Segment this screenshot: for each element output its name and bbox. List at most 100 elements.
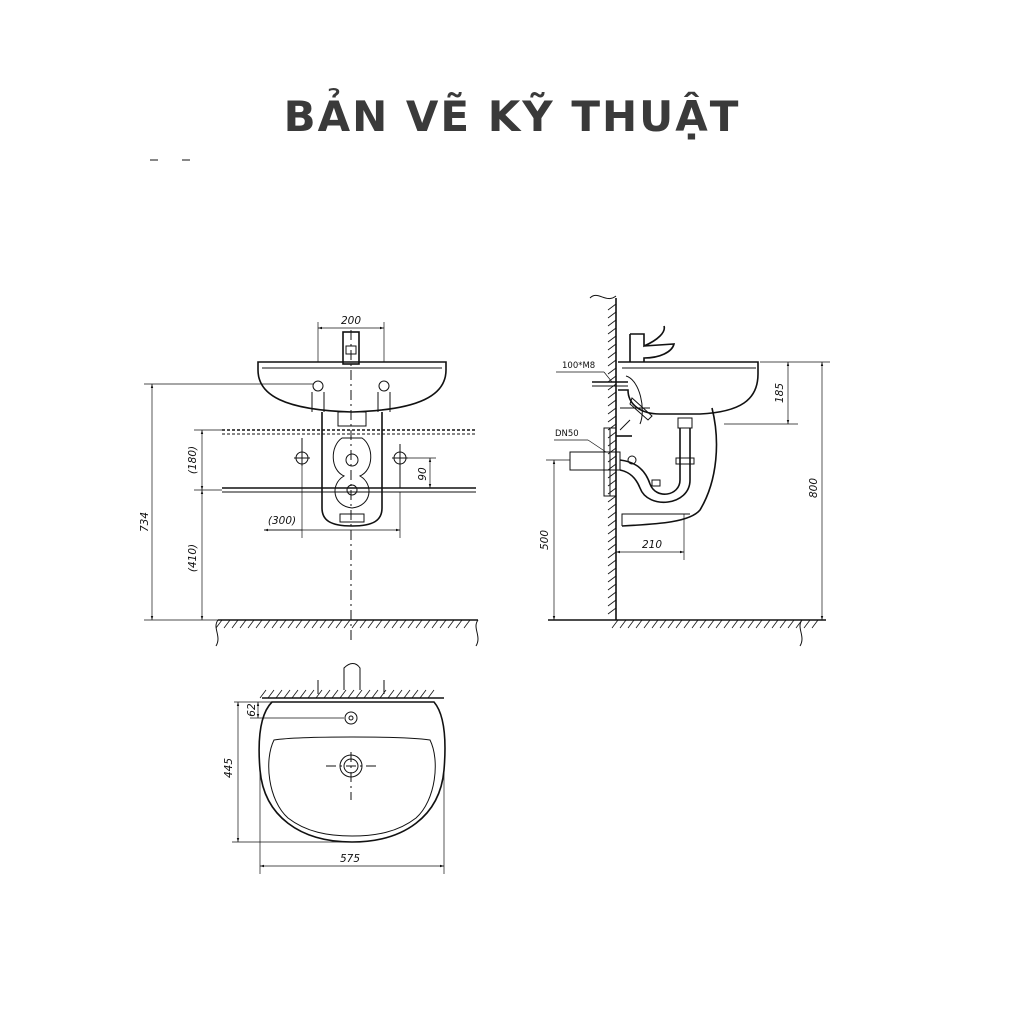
hatch-line <box>607 463 617 471</box>
hatch-line <box>755 619 763 629</box>
hatch-line <box>331 689 339 699</box>
dim-front-734: 734 <box>139 383 314 621</box>
dim-side-800: 800 <box>808 362 824 620</box>
hatch-line <box>427 689 435 699</box>
hatch-line <box>283 689 291 699</box>
dim-top-575: 575 <box>259 770 445 874</box>
hatch-line <box>403 689 411 699</box>
hatch-line <box>607 391 617 399</box>
front-view: 200 734 (180) (410) (300) <box>139 315 479 647</box>
hatch-line <box>643 619 651 629</box>
hatch-line <box>327 619 335 629</box>
hatch-line <box>415 619 423 629</box>
hatch-line <box>255 619 263 629</box>
hatch-line <box>247 619 255 629</box>
hatch-line <box>607 439 617 447</box>
side-floor <box>548 619 826 647</box>
hatch-line <box>731 619 739 629</box>
svg-text:(410): (410) <box>187 544 199 572</box>
hatch-line <box>607 367 617 375</box>
hatch-line <box>607 399 617 407</box>
svg-text:90: 90 <box>417 467 429 481</box>
side-basin <box>592 325 759 425</box>
hatch-line <box>419 689 427 699</box>
hatch-line <box>343 619 351 629</box>
hatch-line <box>619 619 627 629</box>
hatch-line <box>347 689 355 699</box>
hatch-line <box>311 619 319 629</box>
hatch-line <box>607 567 617 575</box>
svg-text:500: 500 <box>539 530 551 550</box>
hatch-line <box>267 689 275 699</box>
top-wall <box>259 663 444 699</box>
hatch-line <box>391 619 399 629</box>
dim-front-410: (410) <box>187 490 204 620</box>
hatch-line <box>607 551 617 559</box>
hatch-line <box>395 689 403 699</box>
label-drain: DN50 <box>554 429 607 453</box>
hatch-line <box>627 619 635 629</box>
hatch-line <box>699 619 707 629</box>
hatch-line <box>607 423 617 431</box>
hatch-line <box>439 619 447 629</box>
hatch-line <box>275 689 283 699</box>
hatch-line <box>667 619 675 629</box>
hatch-line <box>607 495 617 503</box>
dim-front-90: 90 <box>406 457 436 488</box>
hatch-line <box>683 619 691 629</box>
hatch-line <box>263 619 271 629</box>
svg-text:(180): (180) <box>187 446 199 474</box>
hatch-line <box>607 511 617 519</box>
hatch-line <box>607 319 617 327</box>
dim-side-185: 185 <box>724 361 830 425</box>
side-drain <box>569 419 637 497</box>
hatch-line <box>319 619 327 629</box>
hatch-line <box>607 575 617 583</box>
hatch-line <box>715 619 723 629</box>
hatch-line <box>607 327 617 335</box>
hatch-line <box>607 343 617 351</box>
hatch-line <box>607 487 617 495</box>
hatch-line <box>315 689 323 699</box>
hatch-line <box>675 619 683 629</box>
page-title: BẢN VẼ KỸ THUẬT <box>283 92 741 141</box>
hatch-line <box>431 619 439 629</box>
front-supply-valves <box>294 438 408 488</box>
hatch-line <box>607 359 617 367</box>
hatch-line <box>239 619 247 629</box>
hatch-line <box>607 335 617 343</box>
svg-text:734: 734 <box>139 512 151 532</box>
hatch-line <box>411 689 419 699</box>
hatch-line <box>607 351 617 359</box>
hatch-line <box>383 619 391 629</box>
hatch-line <box>463 619 471 629</box>
hatch-line <box>607 591 617 599</box>
front-floor <box>215 619 479 647</box>
hatch-line <box>607 599 617 607</box>
hatch-line <box>611 619 619 629</box>
hatch-line <box>259 689 267 699</box>
dim-side-500: 500 <box>539 459 570 620</box>
hatch-line <box>371 689 379 699</box>
hatch-line <box>787 619 795 629</box>
front-basin <box>257 331 447 413</box>
hatch-line <box>739 619 747 629</box>
svg-text:DN50: DN50 <box>555 429 579 439</box>
hatch-line <box>607 583 617 591</box>
svg-text:62: 62 <box>246 703 258 717</box>
hatch-line <box>691 619 699 629</box>
side-pedestal <box>619 407 718 527</box>
label-bolt: 100*M8 <box>556 361 613 383</box>
hatch-line <box>307 689 315 699</box>
hatch-line <box>795 619 803 629</box>
svg-text:210: 210 <box>642 539 662 551</box>
top-view: 62 445 575 <box>223 663 446 874</box>
hatch-line <box>423 619 431 629</box>
hatch-line <box>763 619 771 629</box>
hatch-line <box>607 527 617 535</box>
hatch-line <box>607 303 617 311</box>
hatch-line <box>215 619 223 629</box>
svg-text:100*M8: 100*M8 <box>562 361 595 371</box>
svg-text:185: 185 <box>774 383 786 403</box>
hatch-line <box>607 503 617 511</box>
